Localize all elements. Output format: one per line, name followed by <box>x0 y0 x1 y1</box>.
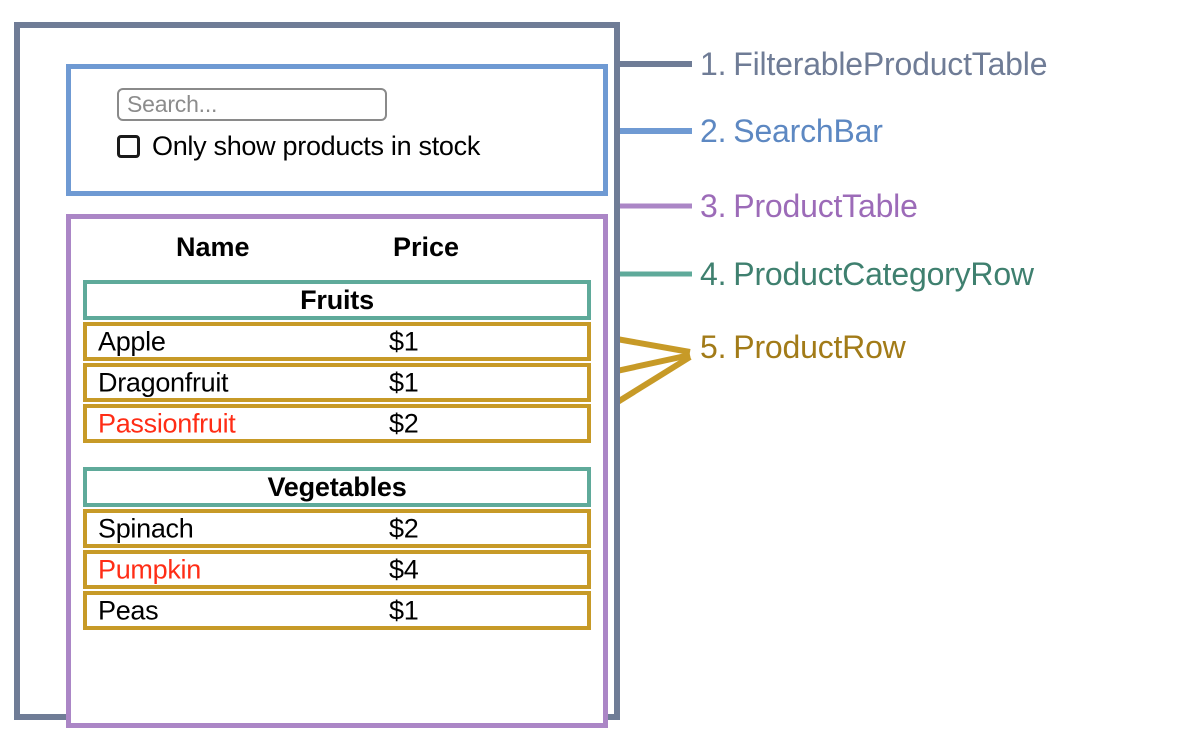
product-name: Pumpkin <box>98 554 201 584</box>
product-table-header: Name Price <box>71 227 603 267</box>
legend-number: 4. <box>700 256 727 292</box>
product-table-body: Fruits Apple $1 Dragonfruit $1 Passionfr… <box>83 280 591 632</box>
filterable-product-table: Search... Only show products in stock Na… <box>14 22 620 728</box>
legend-name: FilterableProductTable <box>733 46 1048 82</box>
legend-item-product-row: 5.ProductRow <box>700 329 906 366</box>
product-price: $1 <box>389 367 419 397</box>
product-category-row: Vegetables <box>83 467 591 507</box>
legend-name: ProductCategoryRow <box>733 256 1034 292</box>
product-row: Spinach $2 <box>83 509 591 548</box>
legend-name: SearchBar <box>733 113 883 149</box>
category-spacer <box>83 445 591 467</box>
in-stock-checkbox-label: Only show products in stock <box>152 131 481 161</box>
product-category-label: Fruits <box>300 284 374 315</box>
search-bar: Search... Only show products in stock <box>66 64 608 196</box>
product-price: $1 <box>389 595 419 625</box>
product-table: Name Price Fruits Apple $1 Dragonfruit $… <box>66 214 608 728</box>
in-stock-checkbox[interactable] <box>117 135 140 158</box>
search-input-placeholder: Search... <box>127 91 218 117</box>
legend-number: 2. <box>700 113 727 149</box>
legend-item-filterable-product-table: 1.FilterableProductTable <box>700 46 1047 83</box>
product-row: Passionfruit $2 <box>83 404 591 443</box>
product-row: Dragonfruit $1 <box>83 363 591 402</box>
product-name: Passionfruit <box>98 408 236 438</box>
column-header-name: Name <box>176 231 250 262</box>
product-name: Dragonfruit <box>98 367 229 397</box>
legend-name: ProductTable <box>733 188 918 224</box>
product-name: Peas <box>98 595 159 625</box>
legend-item-search-bar: 2.SearchBar <box>700 113 883 150</box>
column-header-price: Price <box>393 231 460 262</box>
legend-number: 1. <box>700 46 727 82</box>
product-price: $1 <box>389 326 419 356</box>
product-name: Spinach <box>98 513 194 543</box>
product-category-row: Fruits <box>83 280 591 320</box>
product-row: Pumpkin $4 <box>83 550 591 589</box>
product-name: Apple <box>98 326 166 356</box>
search-input[interactable]: Search... <box>117 88 387 121</box>
product-row: Apple $1 <box>83 322 591 361</box>
legend-item-product-table: 3.ProductTable <box>700 188 918 225</box>
product-price: $2 <box>389 408 419 438</box>
product-category-label: Vegetables <box>267 471 407 502</box>
product-price: $4 <box>389 554 419 584</box>
product-row: Peas $1 <box>83 591 591 630</box>
legend-item-product-category-row: 4.ProductCategoryRow <box>700 256 1034 293</box>
product-price: $2 <box>389 513 419 543</box>
legend-number: 3. <box>700 188 727 224</box>
legend-name: ProductRow <box>733 329 906 365</box>
in-stock-filter-row[interactable]: Only show products in stock <box>117 131 480 162</box>
legend-number: 5. <box>700 329 727 365</box>
